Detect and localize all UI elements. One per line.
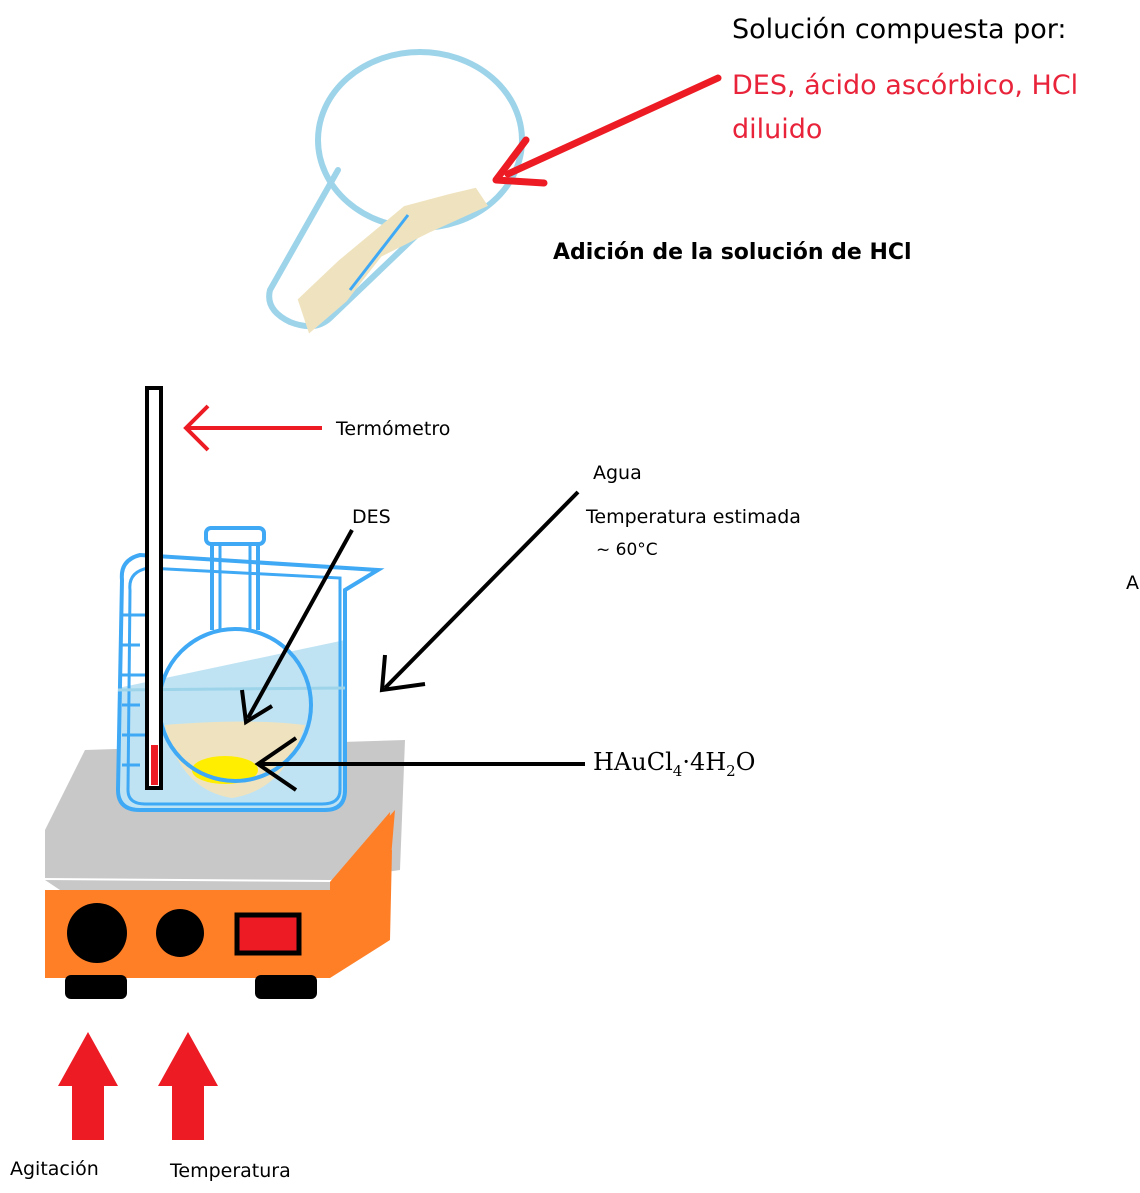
stirring-label: Agitación xyxy=(10,1158,99,1180)
formula-base: HAuCl xyxy=(593,748,673,776)
solution-arrow xyxy=(492,74,722,187)
solution-components: DES, ácido ascórbico, HCl xyxy=(732,70,1079,101)
stirring-knob xyxy=(67,903,127,963)
water-label: Agua xyxy=(593,462,642,484)
thermometer-label: Termómetro xyxy=(336,418,451,440)
temperature-label: Temperatura xyxy=(170,1160,291,1182)
formula-sub-2: 2 xyxy=(726,761,736,780)
formula-hydrate: ·4H xyxy=(682,748,727,776)
temperature-knob xyxy=(156,909,204,957)
display-panel xyxy=(234,912,302,956)
test-tube-icon xyxy=(266,49,525,334)
des-arrow xyxy=(240,529,354,726)
edge-letter: A xyxy=(1126,572,1139,594)
foot-right xyxy=(255,975,317,999)
thermometer-arrow xyxy=(183,404,322,452)
des-label: DES xyxy=(352,506,391,528)
stirring-arrow-up-icon xyxy=(58,1032,118,1140)
thermometer-icon xyxy=(145,386,163,790)
formula-arrow xyxy=(254,736,585,792)
solution-title: Solución compuesta por: xyxy=(732,14,1067,45)
temp-value: ~ 60°C xyxy=(596,540,658,560)
temperature-arrow-up-icon xyxy=(158,1032,218,1140)
water-arrow xyxy=(379,490,580,693)
round-flask-icon xyxy=(157,526,313,798)
solution-components-cont: diluido xyxy=(732,114,823,145)
gold-salt-formula: HAuCl4·4H2O xyxy=(593,748,755,780)
foot-left xyxy=(65,975,127,999)
estimated-temp-label: Temperatura estimada xyxy=(586,506,801,528)
formula-sub-1: 4 xyxy=(672,761,683,780)
formula-end: O xyxy=(735,748,756,776)
addition-step-label: Adición de la solución de HCl xyxy=(553,240,912,265)
